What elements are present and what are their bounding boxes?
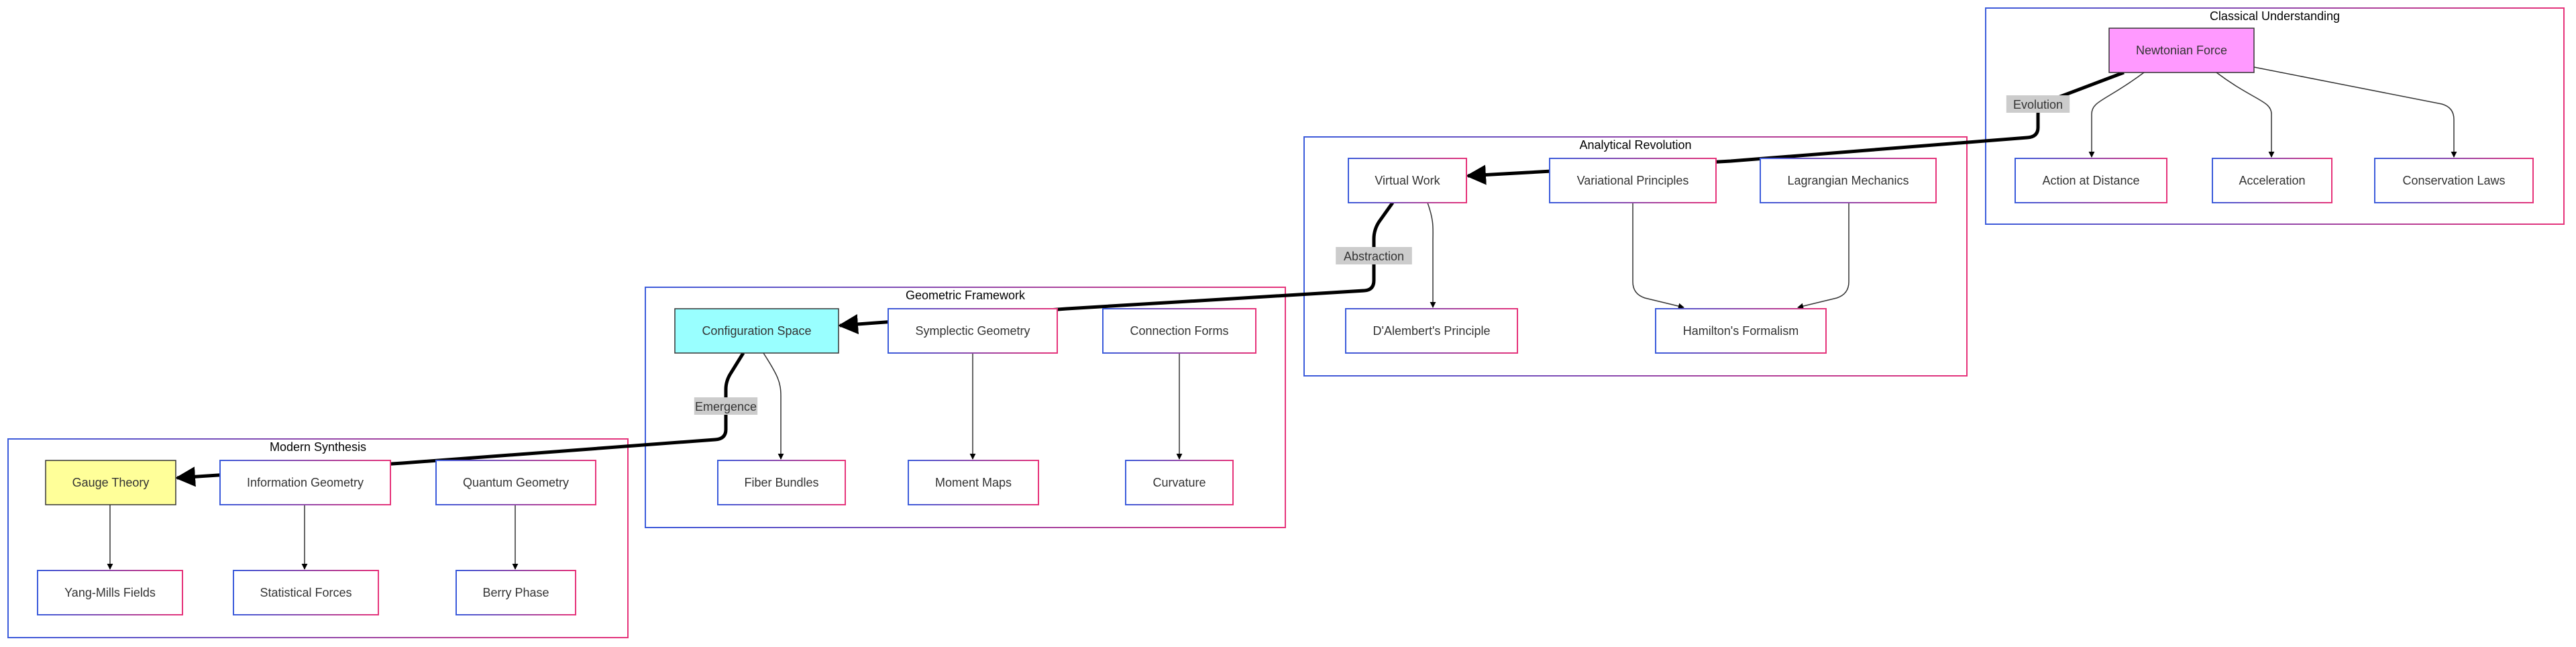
edge-label-text: Evolution: [2013, 98, 2063, 111]
edge-virtual-to-config: [838, 201, 1395, 334]
node-hamilton[interactable]: Hamilton's Formalism: [1655, 308, 1827, 354]
node-box: [2015, 158, 2167, 203]
subgraph-title: Modern Synthesis: [270, 440, 366, 454]
subgraph-classical: Classical Understanding: [1985, 7, 2565, 225]
node-acceleration[interactable]: Acceleration: [2212, 158, 2332, 203]
node-label: D'Alembert's Principle: [1373, 324, 1491, 338]
subgraph-title: Analytical Revolution: [1579, 138, 1691, 152]
node-box: [1345, 308, 1518, 354]
subgraph-title: Classical Understanding: [2210, 9, 2340, 23]
node-gauge[interactable]: Gauge Theory: [45, 460, 176, 505]
node-fiber[interactable]: Fiber Bundles: [717, 460, 846, 505]
node-newtonian[interactable]: Newtonian Force: [2108, 28, 2255, 73]
subgraph-frame: [7, 438, 629, 638]
node-box: [1760, 158, 1937, 203]
node-box: [2374, 158, 2534, 203]
subgraph-frame: [1985, 7, 2565, 225]
node-box: [45, 460, 176, 505]
node-connection[interactable]: Connection Forms: [1102, 308, 1256, 354]
edge-virtual-to-dalembert: [1427, 202, 1436, 308]
node-box: [1125, 460, 1234, 505]
node-label: Information Geometry: [247, 476, 364, 489]
node-box: [1549, 158, 1717, 203]
node-label: Gauge Theory: [72, 476, 150, 489]
node-label: Newtonian Force: [2136, 44, 2227, 57]
node-box: [2212, 158, 2332, 203]
node-curvature[interactable]: Curvature: [1125, 460, 1234, 505]
node-box: [717, 460, 846, 505]
node-label: Statistical Forces: [260, 586, 352, 599]
node-label: Berry Phase: [482, 586, 549, 599]
node-quantum[interactable]: Quantum Geometry: [435, 460, 596, 505]
edge-label-text: Abstraction: [1344, 250, 1404, 263]
node-label: Curvature: [1152, 476, 1205, 489]
subgraph-geometric: Geometric Framework: [645, 287, 1286, 528]
node-label: Quantum Geometry: [463, 476, 569, 489]
subgraph-analytical: Analytical Revolution: [1303, 136, 1968, 377]
node-box: [888, 308, 1058, 354]
node-box: [435, 460, 596, 505]
edge-newtonian-to-conservation: [2253, 66, 2457, 158]
node-label: Configuration Space: [702, 324, 811, 338]
node-label: Action at Distance: [2042, 174, 2139, 187]
node-variational[interactable]: Variational Principles: [1549, 158, 1717, 203]
node-dalembert[interactable]: D'Alembert's Principle: [1345, 308, 1518, 354]
edge-label: Emergence: [694, 397, 758, 415]
edge-label-bg: [694, 397, 758, 415]
node-box: [908, 460, 1039, 505]
edge-lagrangian-to-hamilton: [1797, 203, 1849, 309]
node-info[interactable]: Information Geometry: [219, 460, 391, 505]
node-lagrangian[interactable]: Lagrangian Mechanics: [1760, 158, 1937, 203]
edge-variational-to-hamilton: [1632, 203, 1684, 309]
node-box: [233, 570, 379, 615]
edge-config-to-gauge: [175, 352, 745, 487]
edge-label-bg: [1336, 247, 1412, 264]
node-box: [1348, 158, 1467, 203]
node-box: [455, 570, 576, 615]
node-statistical[interactable]: Statistical Forces: [233, 570, 379, 615]
node-label: Lagrangian Mechanics: [1787, 174, 1909, 187]
node-label: Virtual Work: [1375, 174, 1440, 187]
edge-newtonian-to-acceleration: [2216, 72, 2275, 158]
node-box: [219, 460, 391, 505]
node-symplectic[interactable]: Symplectic Geometry: [888, 308, 1058, 354]
node-moment[interactable]: Moment Maps: [908, 460, 1039, 505]
node-label: Fiber Bundles: [744, 476, 818, 489]
node-label: Yang-Mills Fields: [64, 586, 156, 599]
node-label: Conservation Laws: [2402, 174, 2505, 187]
node-label: Moment Maps: [935, 476, 1012, 489]
subgraph-modern: Modern Synthesis: [7, 438, 629, 638]
edge-label-text: Emergence: [695, 400, 757, 413]
node-berry[interactable]: Berry Phase: [455, 570, 576, 615]
node-box: [2108, 28, 2255, 73]
node-yangmills[interactable]: Yang-Mills Fields: [37, 570, 183, 615]
node-action[interactable]: Action at Distance: [2015, 158, 2167, 203]
node-box: [1655, 308, 1827, 354]
node-virtual[interactable]: Virtual Work: [1348, 158, 1467, 203]
node-label: Acceleration: [2239, 174, 2305, 187]
node-config[interactable]: Configuration Space: [674, 308, 839, 354]
subgraph-frame: [645, 287, 1286, 528]
node-box: [37, 570, 183, 615]
node-label: Connection Forms: [1130, 324, 1228, 338]
edge-label: Evolution: [2006, 95, 2070, 113]
node-label: Symplectic Geometry: [915, 324, 1030, 338]
edge-newtonian-to-action: [2088, 72, 2145, 158]
edge-label-bg: [2006, 95, 2070, 113]
node-label: Variational Principles: [1577, 174, 1689, 187]
edge-config-to-fiber: [763, 352, 784, 460]
subgraph-frame: [1303, 136, 1968, 377]
edge-label: Abstraction: [1336, 247, 1412, 264]
node-label: Hamilton's Formalism: [1683, 324, 1799, 338]
subgraph-title: Geometric Framework: [906, 289, 1026, 302]
node-conservation[interactable]: Conservation Laws: [2374, 158, 2534, 203]
node-box: [674, 308, 839, 354]
node-box: [1102, 308, 1256, 354]
